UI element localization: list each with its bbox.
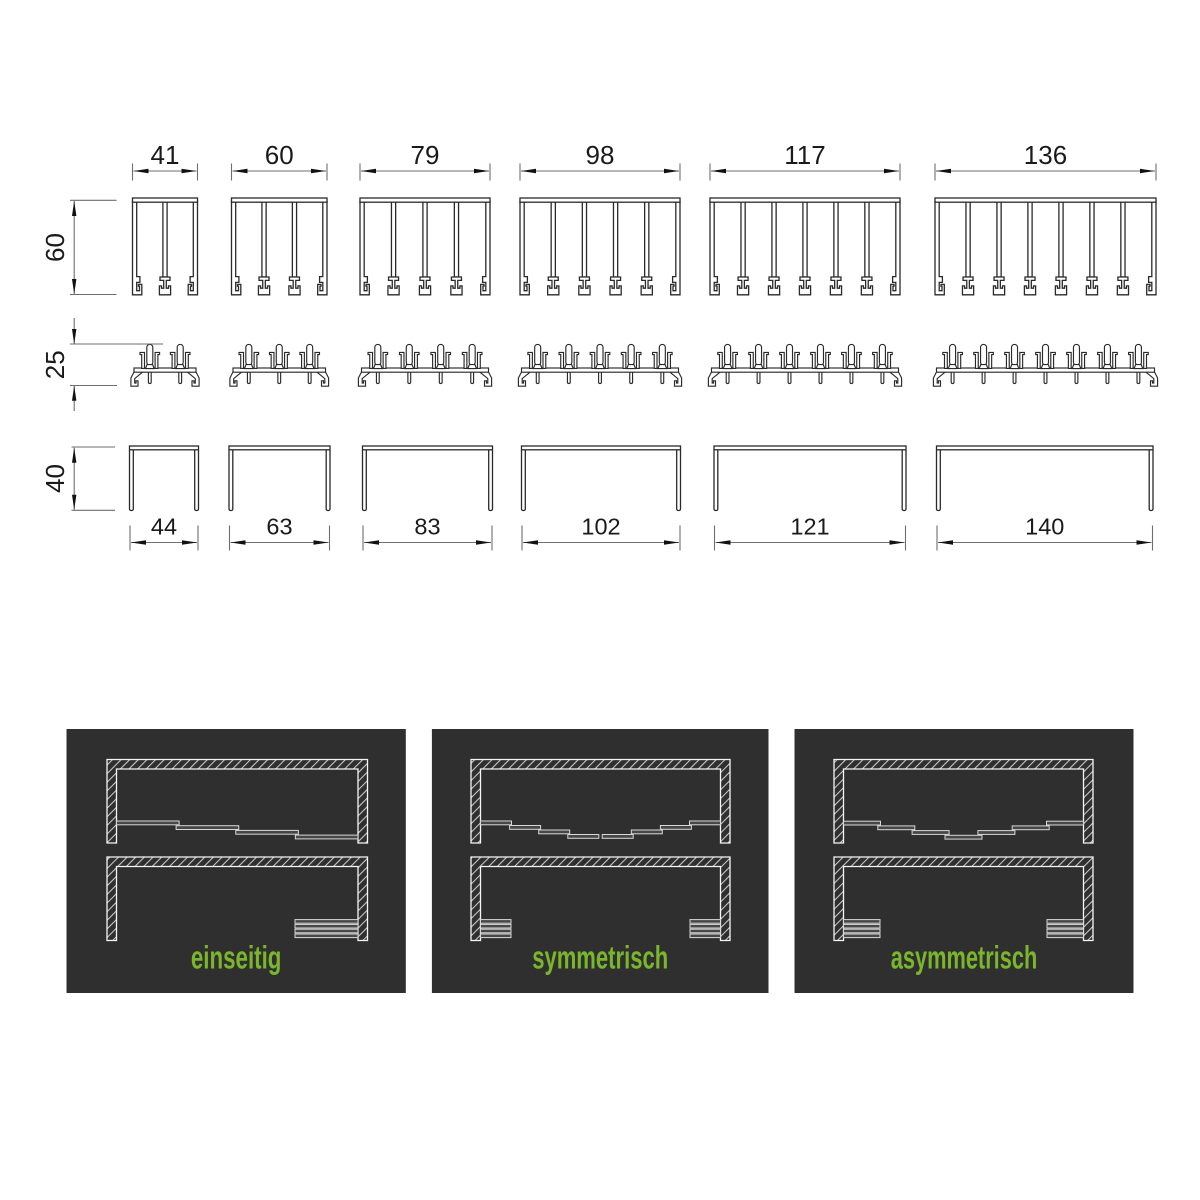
svg-text:symmetrisch: symmetrisch [532,940,668,976]
svg-text:asymmetrisch: asymmetrisch [891,940,1038,976]
svg-text:60: 60 [40,233,70,262]
svg-text:83: 83 [414,514,440,540]
svg-text:136: 136 [1024,140,1067,170]
svg-text:79: 79 [411,140,440,170]
svg-text:41: 41 [151,140,180,170]
svg-text:121: 121 [790,514,829,540]
svg-text:einseitig: einseitig [191,940,282,976]
svg-text:60: 60 [265,140,294,170]
svg-text:140: 140 [1025,514,1064,540]
svg-text:63: 63 [266,514,292,540]
svg-text:44: 44 [151,514,177,540]
svg-text:102: 102 [581,514,620,540]
svg-text:117: 117 [784,140,825,170]
svg-text:40: 40 [40,464,70,493]
svg-text:25: 25 [40,350,70,379]
svg-text:98: 98 [586,140,615,170]
